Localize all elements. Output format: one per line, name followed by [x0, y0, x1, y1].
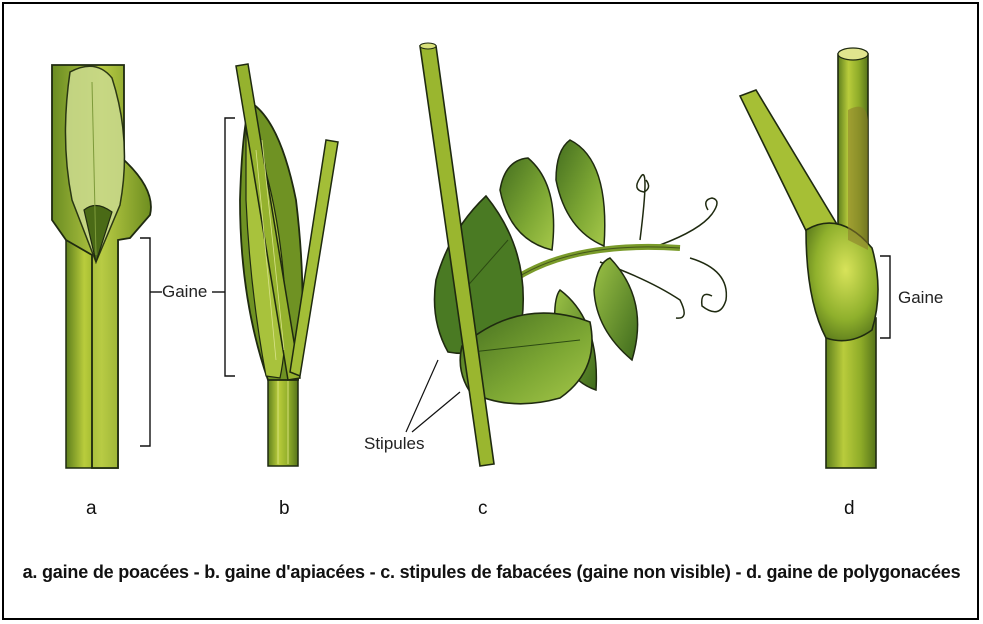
label-stipules: Stipules: [364, 434, 424, 454]
bracket-a: [140, 238, 150, 446]
letter-d: d: [844, 498, 855, 520]
specimen-b-apiaceae: [236, 64, 338, 466]
letter-c: c: [478, 498, 488, 520]
letter-b: b: [279, 498, 290, 520]
bracket-b: [225, 118, 235, 376]
specimen-d-polygonaceae: [740, 48, 878, 468]
label-gaine-d: Gaine: [898, 288, 943, 308]
figure-caption: a. gaine de poacées - b. gaine d'apiacée…: [0, 562, 983, 583]
label-gaine-a: Gaine: [162, 282, 207, 302]
letter-a: a: [86, 498, 97, 520]
bracket-d: [880, 256, 890, 338]
specimen-c-fabaceae: [420, 43, 726, 466]
specimen-a-poaceae: [52, 65, 151, 468]
